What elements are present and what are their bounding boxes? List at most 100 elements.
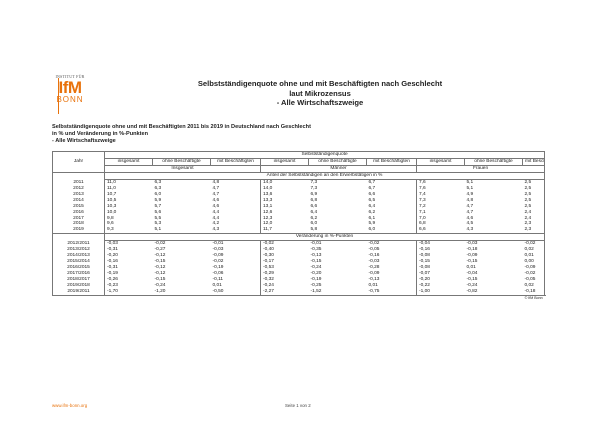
- table-cell: 13,1: [263, 203, 273, 209]
- table-cell: 4,3: [210, 227, 261, 235]
- table-cell: -0,23: [107, 283, 118, 289]
- table-cell: 6,3: [154, 185, 162, 191]
- table-cell: 9,3: [104, 227, 153, 235]
- table-cell: -0,13: [310, 253, 322, 259]
- table-row: 2019/2011-1,70-1,20-0,50-2,27-1,52-0,75-…: [52, 288, 546, 296]
- table-cell: 4,4: [210, 215, 261, 222]
- table-cell: -0,03: [366, 259, 417, 266]
- table-cell: -0,12: [154, 265, 166, 271]
- table-cell: 0,01: [366, 283, 417, 289]
- table-cell: 6,8: [419, 221, 426, 227]
- table-cell: 4,6: [210, 197, 261, 204]
- table-cell: -0,50: [210, 288, 261, 296]
- table-cell: 4,6: [466, 215, 474, 221]
- table-cell: -0,25: [310, 283, 322, 289]
- table-row: 2016/2015-0,31-0,12-0,19-0,53-0,24-0,28-…: [52, 265, 546, 272]
- col-label: insgesamt: [104, 158, 153, 166]
- table-cell: 6,7: [366, 179, 417, 186]
- table-cell: 6,9: [310, 191, 318, 197]
- table-cell: 5,5: [154, 215, 162, 221]
- gender-label: Männer: [260, 165, 417, 173]
- table-cell: 6,3: [154, 179, 162, 185]
- row-label: 2016/2015: [52, 265, 105, 272]
- table-cell: -0,02: [263, 241, 274, 247]
- table-cell: 10,3: [107, 203, 117, 209]
- col-label: mit Beschäftigten: [210, 158, 261, 166]
- table-cell: 6,8: [310, 197, 318, 203]
- table-cell: 2,3: [522, 227, 546, 235]
- table-cell: 11,7: [260, 227, 309, 235]
- table-cell: -0,15: [310, 259, 322, 265]
- title-line-1: Selbstständigenquote ohne und mit Beschä…: [197, 79, 443, 88]
- table-cell: 6,4: [310, 209, 318, 215]
- table-cell: -0,15: [154, 277, 166, 283]
- section-spacer: [52, 172, 105, 180]
- table-cell: 0,02: [522, 283, 546, 289]
- table-cell: -0,18: [466, 247, 478, 253]
- table-cell: -0,09: [522, 265, 546, 272]
- table-cell: 7,6: [419, 185, 426, 191]
- table-cell: -0,04: [419, 241, 430, 247]
- table-cell: -0,22: [419, 283, 430, 289]
- table-cell: -0,32: [263, 277, 274, 283]
- table-cell: -0,15: [466, 259, 478, 265]
- table-cell: 7,4: [419, 191, 426, 197]
- title-line-3: - Alle Wirtschaftszweige: [276, 98, 364, 107]
- table-cell: -0,53: [263, 265, 274, 271]
- col-label: mit Beschäftigten: [522, 158, 546, 166]
- table-cell: 12,6: [263, 209, 273, 215]
- table-cell: -2,27: [260, 288, 309, 296]
- table-cell: -0,15: [466, 277, 478, 283]
- table-cell: 6,1: [366, 215, 417, 222]
- row-label: 2018: [52, 221, 105, 228]
- table-row: 2012/2011-0,03-0,02-0,01-0,02-0,01-0,02-…: [52, 240, 546, 248]
- table-cell: -0,06: [210, 271, 261, 278]
- row-label: 2014: [52, 197, 105, 204]
- caption-line-3: - Alle Wirtschaftszweige: [52, 138, 116, 144]
- table-cell: -1,20: [152, 288, 211, 296]
- table-cell: 12,3: [263, 215, 273, 221]
- table-cell: 9,8: [107, 215, 114, 221]
- row-label: 2015: [52, 203, 105, 210]
- table-cell: 10,0: [107, 209, 117, 215]
- col-label: ohne Beschäftigte: [464, 158, 523, 166]
- table-cell: 4,9: [466, 191, 474, 197]
- table-cell: -0,24: [154, 283, 166, 289]
- table-cell: 6,5: [366, 197, 417, 204]
- table-cell: 0,01: [210, 283, 261, 289]
- table-cell: -0,16: [419, 247, 430, 253]
- table-cell: 4,2: [210, 221, 261, 228]
- table-cell: -0,09: [366, 271, 417, 278]
- table-cell: -1,00: [416, 288, 465, 296]
- table-row: 2014/2013-0,20-0,12-0,09-0,30-0,13-0,16-…: [52, 253, 546, 260]
- table-cell: 2,5: [522, 203, 546, 210]
- table-cell: 2,5: [522, 197, 546, 204]
- table-cell: -0,35: [310, 247, 322, 253]
- table-cell: 12,0: [263, 221, 273, 227]
- row-label: 2012: [52, 185, 105, 192]
- row-label: 2018/2017: [52, 277, 105, 284]
- table-cell: -0,12: [154, 253, 166, 259]
- footer-link[interactable]: www.ifm-bonn.org: [52, 403, 88, 408]
- table-cell: 6,2: [366, 209, 417, 216]
- table-cell: 11,0: [107, 185, 116, 191]
- row-label: 2013/2012: [52, 247, 105, 254]
- table-cell: 4,5: [466, 221, 474, 227]
- table-cell: 6,0: [154, 191, 162, 197]
- logo-topline: INSTITUT FÜR: [55, 74, 85, 79]
- table-cell: 6,7: [366, 185, 417, 192]
- row-label: 2013: [52, 191, 105, 198]
- source-note: © IfM Bonn: [524, 295, 543, 300]
- row-label: 2011: [52, 179, 105, 186]
- table-cell: -0,08: [419, 253, 430, 259]
- page-number: Seite 1 von 2: [285, 403, 311, 408]
- table-cell: 6,6: [416, 227, 465, 235]
- table-cell: -0,16: [107, 259, 118, 265]
- table-cell: 11,0: [107, 179, 116, 185]
- table-cell: 6,6: [366, 191, 417, 198]
- table-cell: -0,08: [419, 265, 430, 271]
- table-row: 2015/2014-0,16-0,15-0,02-0,17-0,15-0,03-…: [52, 259, 546, 266]
